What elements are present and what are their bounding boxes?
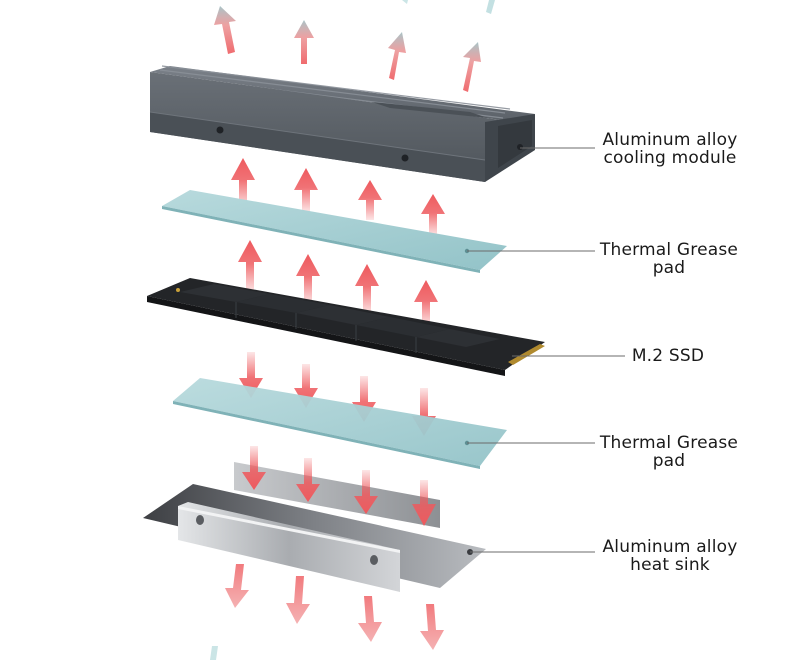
mid-heat-arrows-1 <box>231 158 445 236</box>
label-thermal-pad-top: Thermal Grease pad <box>596 241 742 277</box>
bottom-heat-arrows <box>210 564 444 660</box>
arrow-up-icon <box>296 254 320 304</box>
label-ssd-line1: M.2 SSD <box>631 346 705 366</box>
arrow-down-icon <box>354 470 378 514</box>
label-heat-sink: Aluminum alloy heat sink <box>600 538 740 574</box>
leader-lines <box>467 147 625 553</box>
arrow-down-icon <box>420 604 444 650</box>
arrow-up-icon <box>294 20 314 64</box>
label-thermal-pad-bottom-line2: pad <box>652 451 686 471</box>
arrow-down-icon <box>412 480 436 526</box>
thermal-pad-bottom <box>173 378 507 469</box>
arrow-down-icon <box>225 564 249 608</box>
label-cooling-module: Aluminum alloy cooling module <box>600 131 740 167</box>
label-cooling-module-line2: cooling module <box>603 148 737 168</box>
arrow-fade-icon <box>486 0 495 14</box>
mid-heat-arrows-2 <box>238 240 438 326</box>
m2-ssd <box>147 278 545 376</box>
arrow-down-icon <box>296 458 320 502</box>
label-thermal-pad-bottom: Thermal Grease pad <box>596 434 742 470</box>
top-heat-arrows <box>214 0 495 92</box>
arrow-up-icon <box>214 6 236 54</box>
aluminum-heat-sink <box>143 446 486 592</box>
label-ssd: M.2 SSD <box>628 347 708 365</box>
arrow-down-icon <box>358 596 382 642</box>
aluminum-cooling-module <box>149 65 535 182</box>
thermal-pad-top <box>162 190 507 273</box>
arrow-up-icon <box>231 158 255 208</box>
arrow-fade-icon <box>402 0 408 4</box>
arrow-up-icon <box>421 194 445 236</box>
arrow-up-icon <box>355 264 379 314</box>
arrow-up-icon <box>388 32 406 80</box>
label-thermal-pad-bottom-line1: Thermal Grease <box>599 433 739 453</box>
label-heat-sink-line1: Aluminum alloy <box>602 537 738 557</box>
label-thermal-pad-top-line1: Thermal Grease <box>599 240 739 260</box>
arrow-down-icon <box>286 576 310 624</box>
arrow-up-icon <box>414 280 438 326</box>
label-cooling-module-line1: Aluminum alloy <box>602 130 738 150</box>
label-thermal-pad-top-line2: pad <box>652 258 686 278</box>
arrow-up-icon <box>238 240 262 292</box>
arrow-up-icon <box>463 42 481 92</box>
arrow-up-icon <box>358 180 382 220</box>
arrow-fade-icon <box>210 646 218 660</box>
arrow-down-icon <box>242 446 266 490</box>
arrow-up-icon <box>294 168 318 212</box>
label-heat-sink-line2: heat sink <box>630 555 710 575</box>
